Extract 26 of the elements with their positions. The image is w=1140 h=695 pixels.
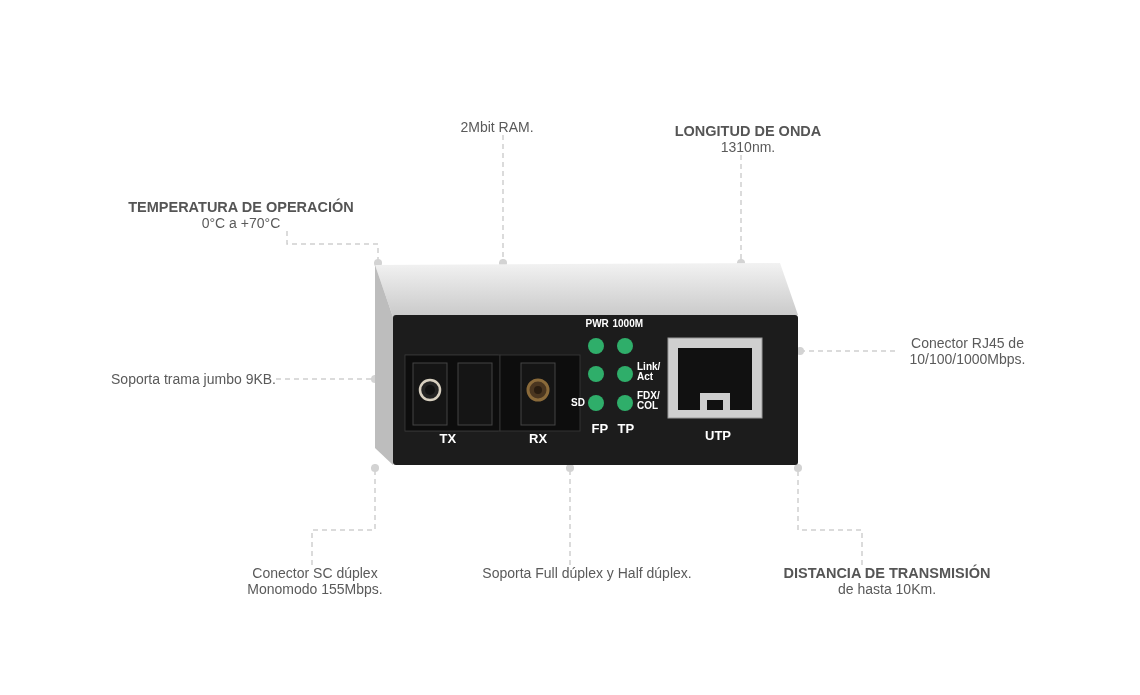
port-label: TX (439, 432, 457, 445)
port-label: FDX/ COL (637, 391, 661, 411)
leader-line (311, 463, 380, 566)
leader-line (565, 463, 575, 566)
callout-heading: LONGITUD DE ONDA (673, 123, 823, 139)
callout-text: Conector RJ45 de 10/100/1000Mbps. (908, 335, 1027, 367)
port-label: PWR (585, 319, 609, 329)
port-label: Link/ Act (637, 362, 662, 382)
callout-text: Conector SC dúplex Monomodo 155Mbps. (246, 565, 384, 597)
callout-heading: TEMPERATURA DE OPERACIÓN (127, 199, 355, 215)
port-label: 1000M (612, 319, 644, 329)
callout-text: de hasta 10Km. (836, 581, 938, 597)
callout-text: 2Mbit RAM. (459, 119, 535, 135)
leader-line (286, 230, 383, 268)
port-label: FP (591, 422, 609, 435)
callout-text: Soporta trama jumbo 9KB. (110, 371, 276, 387)
callout-text: 0°C a +70°C (200, 215, 282, 231)
callout-heading: DISTANCIA DE TRANSMISIÓN (782, 565, 992, 581)
port-label: UTP (705, 429, 731, 442)
port-label: SD (571, 398, 585, 408)
callout-text: 1310nm. (719, 139, 777, 155)
media-converter-drawing (375, 263, 800, 468)
port-label: RX (529, 432, 548, 445)
port-label: TP (617, 422, 635, 435)
leader-line (793, 463, 863, 566)
callout-text: Soporta Full dúplex y Half dúplex. (481, 565, 693, 581)
